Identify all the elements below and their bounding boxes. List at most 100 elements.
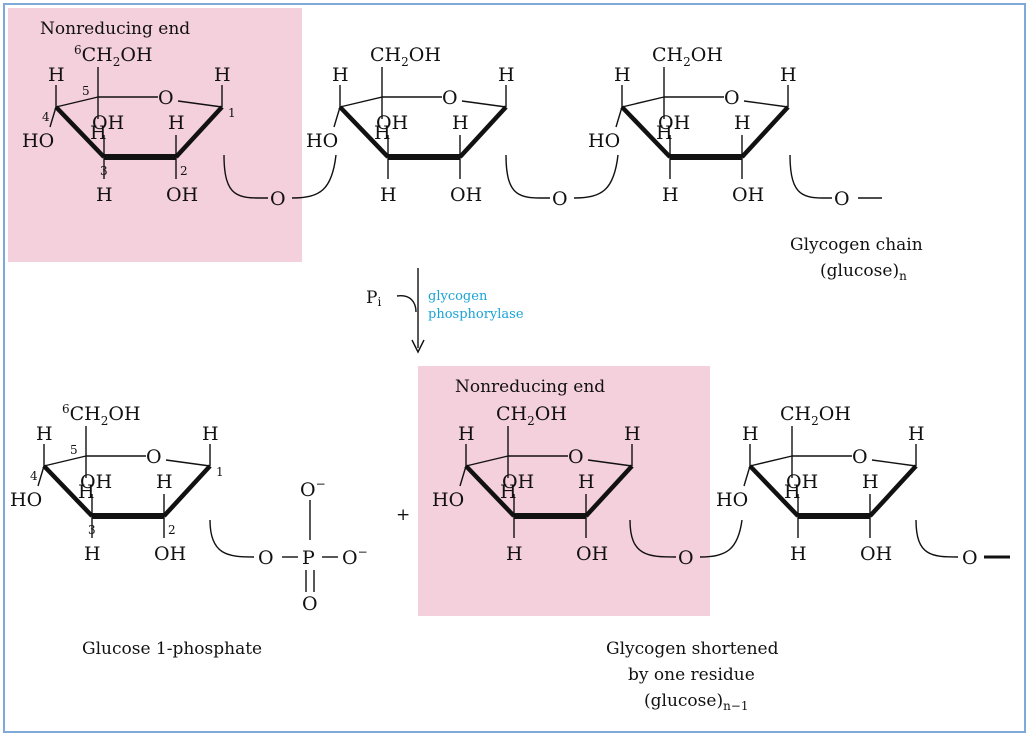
glucose-n-minus-1-label: (glucose)n−1 xyxy=(644,691,749,713)
linkage-oxygen-2: O xyxy=(552,188,568,210)
ring-number: 3 xyxy=(100,164,108,178)
glycosidic-linkage-1 xyxy=(223,154,337,199)
oh-group: OH xyxy=(576,543,608,565)
phosphate-o-double: O xyxy=(302,593,318,615)
phosphate-o-minus-right: O− xyxy=(342,545,368,569)
ring-oxygen: O xyxy=(158,87,174,109)
nonreducing-highlight-bottom xyxy=(418,366,710,616)
ho-group: HO xyxy=(22,130,54,152)
oh-group: OH xyxy=(502,471,534,493)
glycosidic-linkage-2 xyxy=(505,154,619,199)
h-atom: H xyxy=(202,423,219,445)
ring-oxygen: O xyxy=(568,446,584,468)
ch2oh-group: CH2OH xyxy=(652,44,723,69)
h-atom: H xyxy=(380,184,397,206)
h-atom: H xyxy=(662,184,679,206)
h-atom: H xyxy=(214,64,231,86)
h-atom: H xyxy=(784,481,801,503)
oh-group: OH xyxy=(80,471,112,493)
h-atom: H xyxy=(780,64,797,86)
inorganic-phosphate-label: Pi xyxy=(366,288,381,309)
h-atom: H xyxy=(656,122,673,144)
glucose-1-phosphate-label: Glucose 1-phosphate xyxy=(82,639,262,659)
ch2oh-group: 6CH2OH xyxy=(74,43,153,69)
ch2oh-group: CH2OH xyxy=(780,403,851,428)
nonreducing-end-label-bottom: Nonreducing end xyxy=(455,377,605,397)
h-atom: H xyxy=(78,481,95,503)
ring-number: 5 xyxy=(70,443,78,457)
h-atom: H xyxy=(452,112,469,134)
linkage-oxygen-1: O xyxy=(270,188,286,210)
glycogen-shortened-label-1: Glycogen shortened xyxy=(606,639,779,659)
chain-continuation-bottom xyxy=(915,519,1010,559)
ring-number: 4 xyxy=(42,110,50,124)
h-atom: H xyxy=(374,122,391,144)
h-atom: H xyxy=(742,423,759,445)
ring-number: 5 xyxy=(82,84,90,98)
h-atom: H xyxy=(506,543,523,565)
h-atom: H xyxy=(168,112,185,134)
ring-number: 1 xyxy=(216,465,224,479)
glycosidic-linkage-3 xyxy=(629,519,743,558)
oh-group: OH xyxy=(732,184,764,206)
ring-oxygen: O xyxy=(852,446,868,468)
glycogen-shortened-label-2: by one residue xyxy=(628,665,755,685)
ho-group: HO xyxy=(10,489,42,511)
chain-end-oxygen-top: O xyxy=(834,188,850,210)
h-atom: H xyxy=(90,122,107,144)
ring-number: 2 xyxy=(168,523,176,537)
oh-group: OH xyxy=(92,112,124,134)
ring-oxygen: O xyxy=(146,446,162,468)
ch2oh-group: CH2OH xyxy=(370,44,441,69)
h-atom: H xyxy=(500,481,517,503)
h-atom: H xyxy=(862,471,879,493)
ring-number: 4 xyxy=(30,469,38,483)
oh-group: OH xyxy=(450,184,482,206)
ring-number: 1 xyxy=(228,106,236,120)
ch2oh-group: 6CH2OH xyxy=(62,402,141,428)
ring-number: 2 xyxy=(180,164,188,178)
oh-group: OH xyxy=(376,112,408,134)
enzyme-label-line2: phosphorylase xyxy=(428,307,524,322)
h-atom: H xyxy=(908,423,925,445)
h-atom: H xyxy=(790,543,807,565)
oh-group: OH xyxy=(658,112,690,134)
glycogen-chain-label: Glycogen chain xyxy=(790,235,923,255)
oh-group: OH xyxy=(166,184,198,206)
h-atom: H xyxy=(498,64,515,86)
glucose-n-label: (glucose)n xyxy=(820,261,907,283)
h-atom: H xyxy=(734,112,751,134)
ho-group: HO xyxy=(588,130,620,152)
nonreducing-end-label-top: Nonreducing end xyxy=(40,19,190,39)
enzyme-label-line1: glycogen xyxy=(428,289,488,304)
phosphate-o-link: O xyxy=(258,547,274,569)
ho-group: HO xyxy=(716,489,748,511)
phosphate-o-minus-top: O− xyxy=(300,477,326,501)
ho-group: HO xyxy=(432,489,464,511)
ho-group: HO xyxy=(306,130,338,152)
nonreducing-highlight-top xyxy=(8,8,302,262)
chain-continuation-top xyxy=(789,154,882,199)
h-atom: H xyxy=(36,423,53,445)
h-atom: H xyxy=(332,64,349,86)
oh-group: OH xyxy=(860,543,892,565)
phosphorus-atom: P xyxy=(302,547,315,569)
h-atom: H xyxy=(624,423,641,445)
plus-sign: + xyxy=(396,505,410,525)
oh-group: OH xyxy=(154,543,186,565)
h-atom: H xyxy=(48,64,65,86)
ring-oxygen: O xyxy=(442,87,458,109)
h-atom: H xyxy=(614,64,631,86)
h-atom: H xyxy=(578,471,595,493)
h-atom: H xyxy=(156,471,173,493)
reaction-arrow xyxy=(396,268,425,354)
chain-end-oxygen-bottom: O xyxy=(962,547,978,569)
oh-group: OH xyxy=(786,471,818,493)
